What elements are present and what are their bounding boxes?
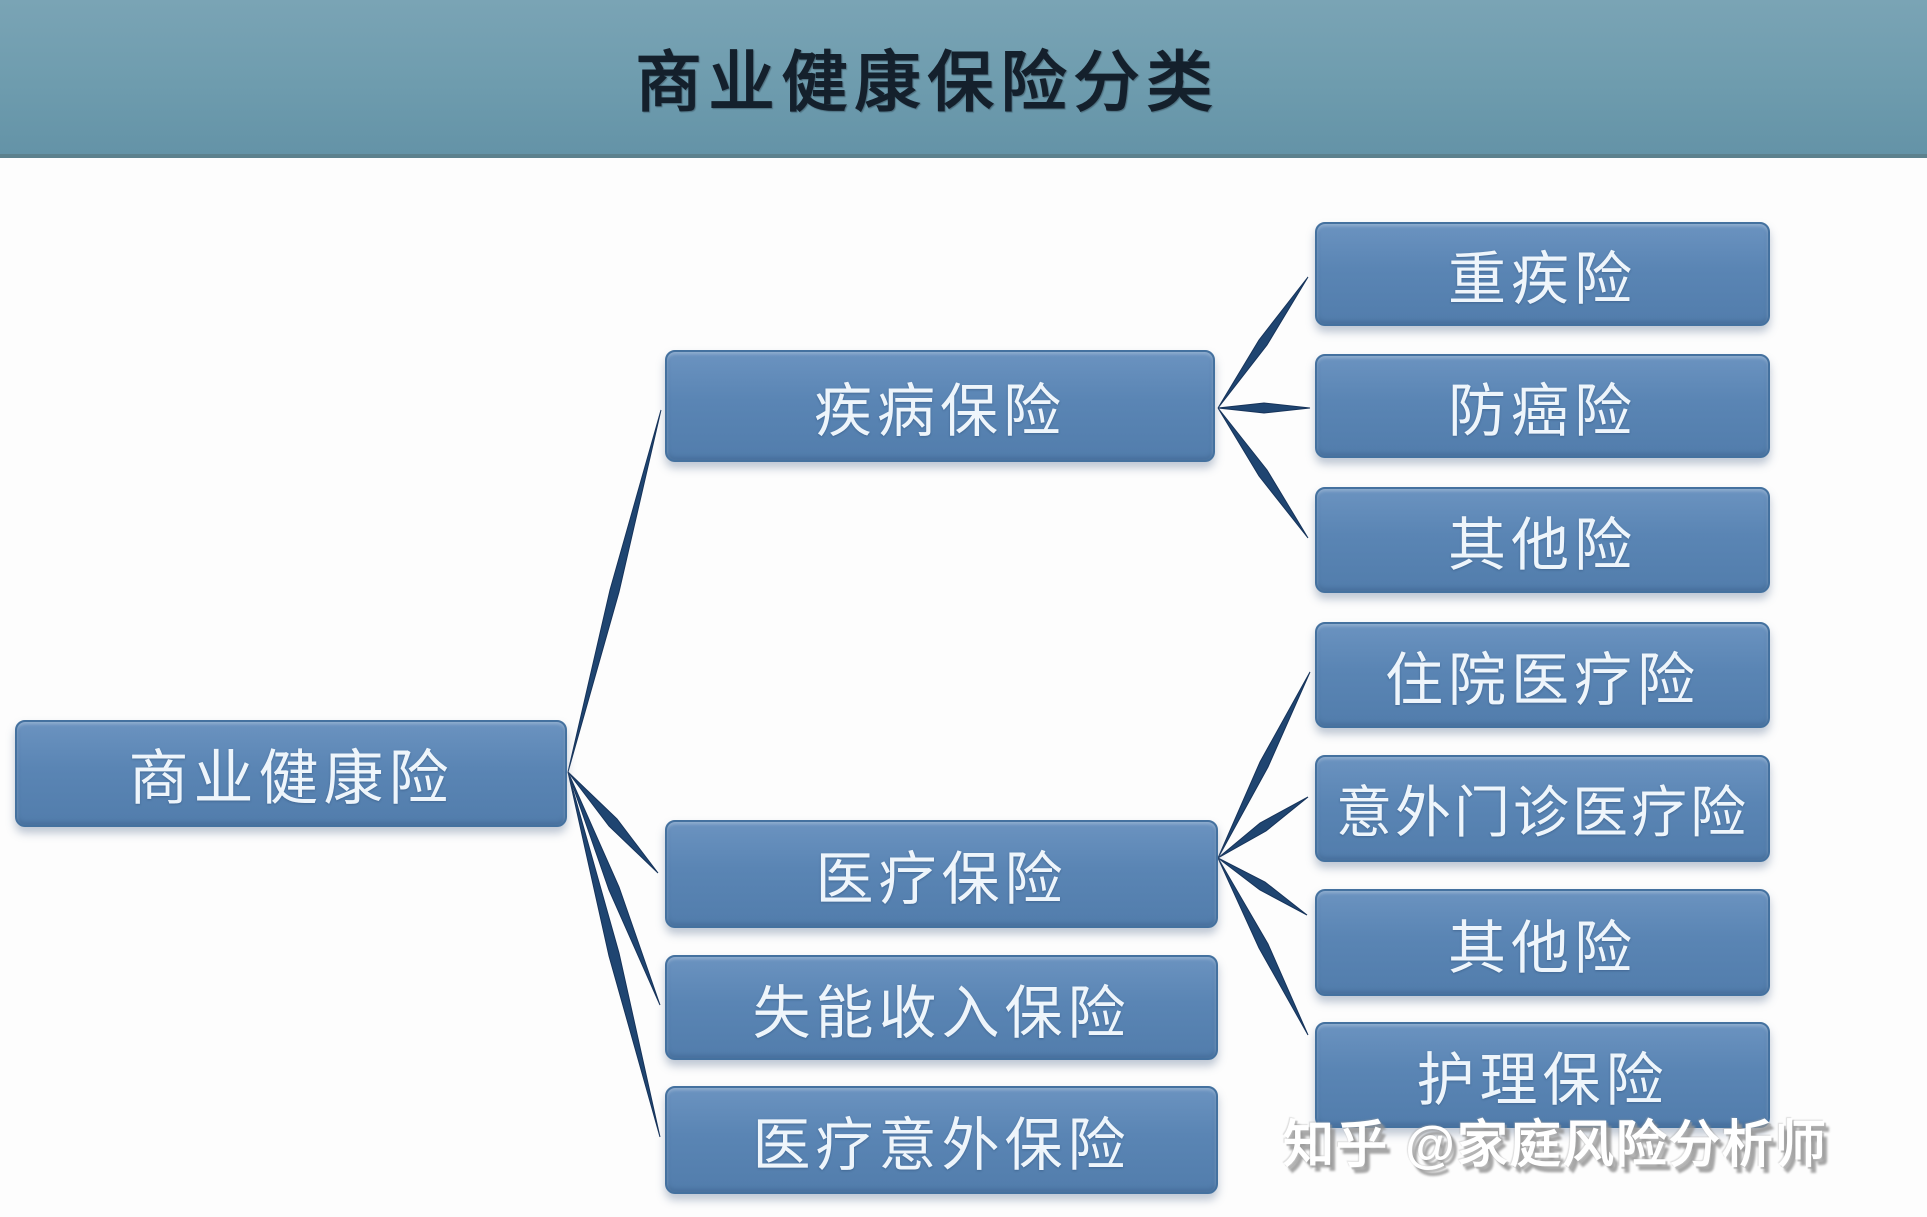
node-accident-outpatient-medical-insurance: 意外门诊医疗险 [1315,755,1770,862]
connector-disease-to-other1 [1217,407,1309,539]
connector-medical-to-other2 [1217,857,1308,916]
connector-disease-to-cancer [1217,402,1311,414]
node-medical-accident-insurance: 医疗意外保险 [665,1086,1218,1194]
connector-medical-to-outpatient [1217,796,1309,859]
connector-medical-to-nursing [1217,857,1309,1036]
node-disability-income-insurance: 失能收入保险 [665,955,1218,1060]
node-commercial-health-insurance: 商业健康险 [15,720,567,827]
node-nursing-care-insurance: 护理保险 [1315,1022,1770,1128]
watermark: 知乎 @家庭风险分析师 [1283,1116,1828,1173]
connector-medical-to-hospital [1217,671,1311,859]
connector-root-to-disease [567,409,662,773]
connector-disease-to-critical [1217,276,1309,409]
header-bar: 商业健康保险分类 [0,0,1927,158]
node-other-medical-insurance: 其他险 [1315,889,1770,996]
connector-root-to-disability [567,771,661,1006]
page-title: 商业健康保险分类 [635,47,1220,120]
connector-root-to-medical [567,771,659,874]
connector-root-to-accident [567,771,661,1138]
node-hospitalization-medical-insurance: 住院医疗险 [1315,622,1770,728]
node-disease-insurance: 疾病保险 [665,350,1215,462]
node-critical-illness-insurance: 重疾险 [1315,222,1770,326]
node-cancer-prevention-insurance: 防癌险 [1315,354,1770,458]
node-medical-insurance: 医疗保险 [665,820,1218,928]
node-other-disease-insurance: 其他险 [1315,487,1770,593]
